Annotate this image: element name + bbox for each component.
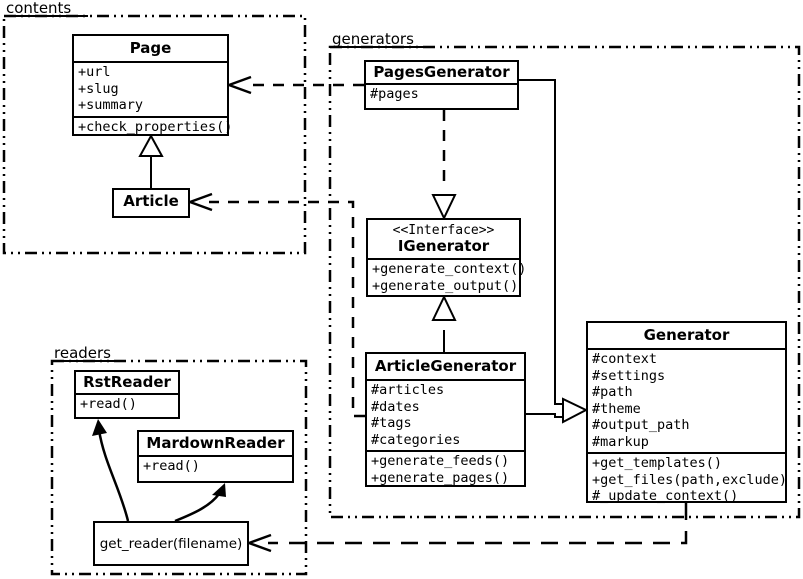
class-name-generator: Generator bbox=[643, 326, 730, 344]
method-row: #_update_context() bbox=[592, 488, 739, 504]
class-box-pages-generator[interactable]: PagesGenerator #pages bbox=[364, 60, 519, 110]
method-row: +generate_context() bbox=[372, 261, 527, 277]
attribute-row: #tags bbox=[371, 415, 412, 431]
attribute-row: +summary bbox=[78, 97, 144, 113]
method-row: +read() bbox=[80, 396, 137, 412]
attribute-row: +url bbox=[78, 64, 111, 80]
class-name-page: Page bbox=[129, 39, 172, 57]
attribute-row: #markup bbox=[592, 433, 649, 450]
class-name-rst-reader: RstReader bbox=[83, 373, 171, 391]
package-label-readers: readers bbox=[54, 344, 111, 362]
relation-articlegenerator-uses-article bbox=[189, 192, 365, 418]
method-row: +check_properties() bbox=[78, 118, 233, 135]
class-name-article-generator: ArticleGenerator bbox=[374, 357, 517, 375]
package-label-contents: contents bbox=[6, 0, 72, 17]
class-box-mardown-reader[interactable]: MardownReader +read() bbox=[137, 430, 294, 483]
class-methods-rst-reader: +read() bbox=[76, 393, 178, 415]
class-attributes-article-generator: #articles #dates #tags #categories bbox=[367, 379, 524, 450]
attribute-row: #articles bbox=[371, 382, 445, 398]
class-name-pages-generator: PagesGenerator bbox=[373, 63, 510, 81]
class-box-page[interactable]: Page +url +slug +summary +check_properti… bbox=[72, 34, 233, 138]
class-attributes-pages-generator: #pages bbox=[366, 83, 517, 105]
relation-article-inherits-page bbox=[138, 133, 164, 188]
attribute-row: #context bbox=[592, 351, 658, 367]
method-row: +get_templates() bbox=[592, 455, 723, 471]
class-methods-article-generator: +generate_feeds() +generate_pages() bbox=[367, 450, 524, 488]
class-box-rst-reader[interactable]: RstReader +read() bbox=[74, 370, 180, 419]
class-box-article[interactable]: Article bbox=[112, 188, 190, 218]
class-methods-generator: +get_templates() +get_files(path,exclude… bbox=[588, 452, 788, 507]
class-methods-page: +check_properties() bbox=[74, 115, 233, 138]
method-row: +read() bbox=[143, 458, 200, 474]
attribute-row: +slug bbox=[78, 80, 119, 97]
class-box-igenerator[interactable]: <<Interface>> IGenerator +generate_conte… bbox=[366, 218, 527, 297]
relation-pagesgenerator-implements-igenerator bbox=[431, 110, 457, 221]
method-row: +generate_output() bbox=[372, 277, 519, 294]
class-box-generator[interactable]: Generator #context #settings #path #them… bbox=[586, 321, 787, 504]
attribute-row: #dates bbox=[371, 398, 420, 415]
class-name-article: Article bbox=[123, 192, 179, 210]
function-box-get-reader[interactable]: get_reader(filename) bbox=[93, 521, 249, 566]
class-attributes-generator: #context #settings #path #theme #output_… bbox=[588, 348, 785, 452]
class-name-mardown-reader: MardownReader bbox=[146, 434, 285, 452]
method-row: +get_files(path,exclude) bbox=[592, 471, 788, 488]
relation-articlegenerator-implements-igenerator bbox=[431, 294, 457, 352]
attribute-row: #pages bbox=[370, 86, 419, 102]
attribute-row: #path bbox=[592, 384, 633, 400]
class-box-article-generator[interactable]: ArticleGenerator #articles #dates #tags … bbox=[365, 352, 526, 487]
attribute-row: #output_path bbox=[592, 417, 690, 433]
class-attributes-page: +url +slug +summary bbox=[74, 61, 227, 116]
class-methods-mardown-reader: +read() bbox=[139, 455, 292, 477]
relation-get-reader-returns-mardownreader bbox=[174, 483, 226, 523]
package-label-generators: generators bbox=[332, 30, 414, 48]
class-methods-igenerator: +generate_context() +generate_output() bbox=[368, 258, 527, 296]
method-row: +generate_pages() bbox=[371, 469, 510, 486]
attribute-row: #settings bbox=[592, 367, 666, 384]
function-label-get-reader: get_reader(filename) bbox=[99, 535, 243, 552]
relation-get-reader-returns-rstreader bbox=[92, 419, 130, 522]
class-name-igenerator: IGenerator bbox=[397, 237, 490, 255]
relation-articlegenerator-to-generator bbox=[526, 397, 589, 424]
relation-generator-uses-get-reader bbox=[248, 503, 688, 553]
class-stereotype-igenerator: <<Interface>> bbox=[392, 223, 495, 238]
attribute-row: #theme bbox=[592, 400, 641, 417]
attribute-row: #categories bbox=[371, 431, 461, 448]
relation-pagesgenerator-uses-page bbox=[228, 75, 364, 95]
method-row: +generate_feeds() bbox=[371, 453, 510, 469]
